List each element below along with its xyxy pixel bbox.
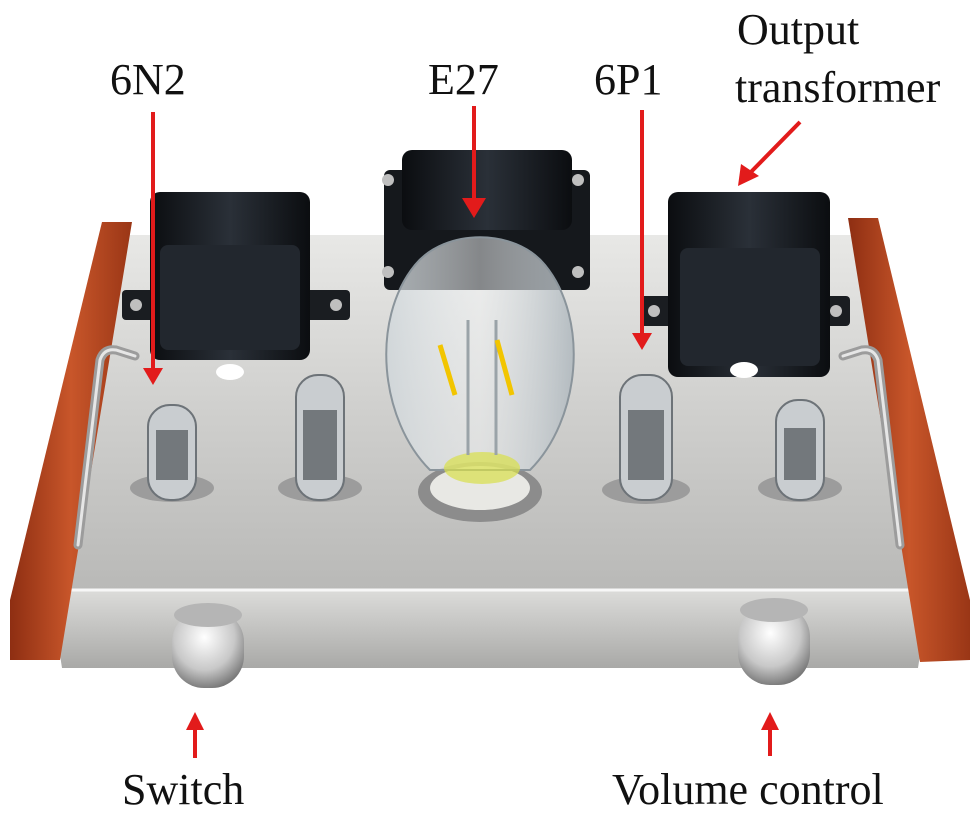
label-e27: E27 — [428, 55, 499, 104]
e27-bulb — [385, 236, 575, 522]
arrow-6p1 — [632, 110, 652, 350]
label-switch: Switch — [122, 765, 245, 814]
arrow-switch — [186, 712, 204, 758]
tube-6n2-left — [130, 404, 214, 502]
volume-knob[interactable] — [738, 598, 810, 685]
arrow-volume — [761, 712, 779, 756]
switch-knob[interactable] — [172, 603, 244, 688]
arrow-6n2 — [143, 112, 163, 385]
arrow-e27 — [462, 106, 486, 218]
label-6p1: 6P1 — [594, 55, 663, 104]
wood-side-right — [848, 218, 970, 662]
tube-6n2-second — [278, 374, 362, 502]
tube-6p1-second — [758, 399, 842, 502]
label-output-transformer-line1: Output — [737, 5, 860, 54]
label-volume-control: Volume control — [612, 765, 884, 814]
label-output-transformer-line2: transformer — [735, 63, 941, 112]
chassis-front — [50, 590, 930, 668]
transformer-left — [122, 192, 350, 380]
wood-side-left — [10, 222, 132, 660]
tube-6p1 — [602, 374, 690, 504]
transformer-right — [640, 192, 850, 378]
arrow-output-transformer — [738, 120, 802, 186]
label-6n2: 6N2 — [110, 55, 186, 104]
